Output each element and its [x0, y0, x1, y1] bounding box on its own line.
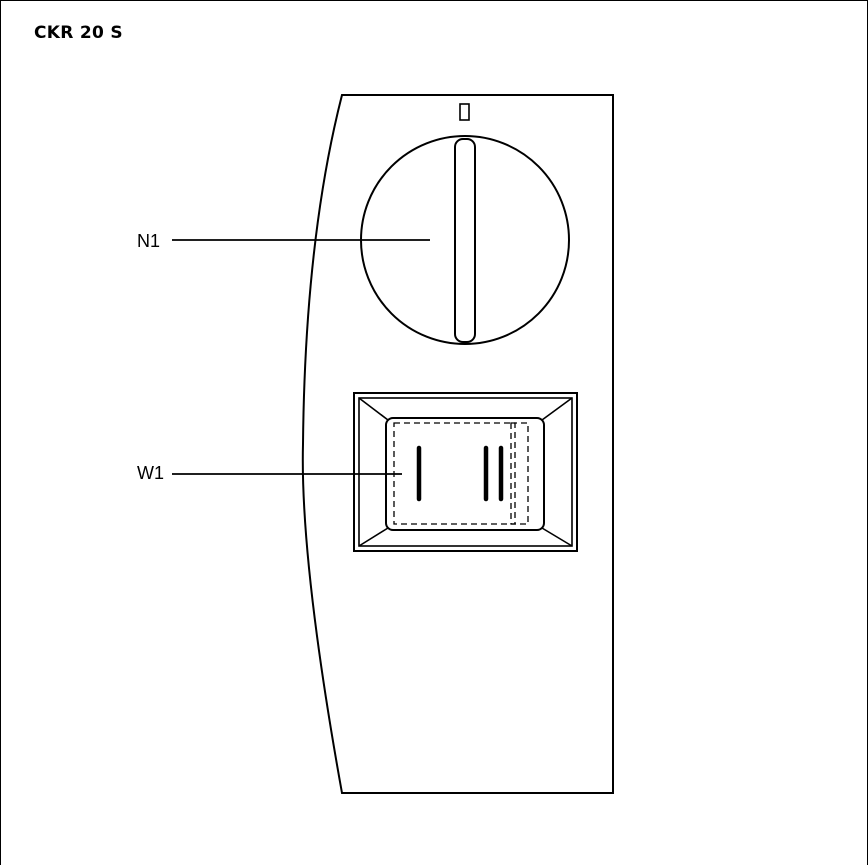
knob-grip-bar: [454, 138, 476, 343]
callout-label-n1: N1: [137, 231, 161, 251]
callout-label-w1: W1: [137, 463, 164, 483]
switch-bezel-inner: [358, 397, 573, 547]
bezel-corner-br: [541, 527, 573, 547]
panel-housing: [301, 94, 614, 794]
switch-bezel-outer: [353, 392, 578, 552]
hidden-outline-inner: [393, 422, 516, 525]
position-indicator-mark: [459, 103, 470, 121]
bezel-corner-tl: [358, 397, 389, 421]
rocker-button: [385, 417, 545, 531]
bezel-corner-bl: [358, 527, 389, 547]
model-title: CKR 20 S: [34, 23, 123, 43]
bezel-corner-tr: [541, 397, 573, 421]
hidden-outline-right: [510, 422, 529, 525]
